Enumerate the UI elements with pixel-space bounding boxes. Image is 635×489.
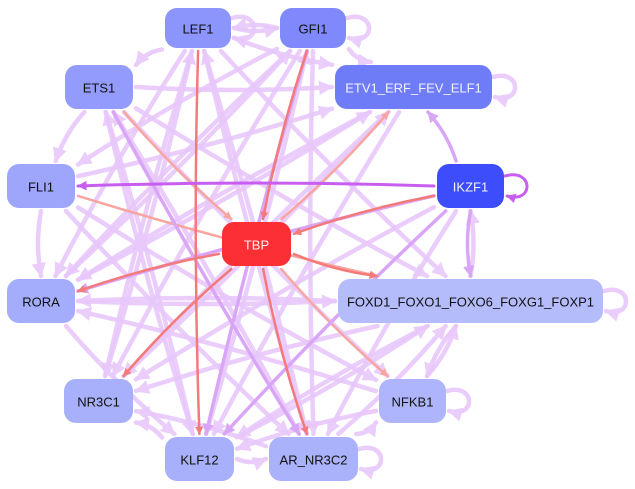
node-label: ETV1_ERF_FEV_ELF1 <box>345 81 482 96</box>
edge-ar-nr3c2-to-ar-nr3c2 <box>356 445 384 480</box>
edge-lef1-to-klf12 <box>194 49 204 436</box>
edge-tbp-to-etv1-erf-fev-elf1 <box>280 110 390 221</box>
node-rora[interactable]: RORA <box>7 279 75 323</box>
edge-etv1-erf-fev-elf1-to-klf12 <box>211 109 402 437</box>
node-box[interactable] <box>379 379 446 423</box>
edge-klf12-to-ets1 <box>102 109 195 437</box>
edge-tbp-to-ar-nr3c2 <box>261 267 309 436</box>
node-ikzf1[interactable]: IKZF1 <box>437 164 504 208</box>
edge-foxd1-foxo1-foxo6-foxg1-foxp1-to-foxd1-foxo1-foxo6-foxg1-foxp1 <box>601 287 629 322</box>
node-label: GFI1 <box>299 22 328 37</box>
node-box[interactable] <box>64 379 133 423</box>
node-etv1-erf-fev-elf1[interactable]: ETV1_ERF_FEV_ELF1 <box>335 65 492 109</box>
node-box[interactable] <box>165 8 231 48</box>
edge-fli1-to-rora <box>31 208 46 279</box>
node-box[interactable] <box>437 164 504 208</box>
edge-ikzf1-to-klf12 <box>222 209 448 436</box>
node-box[interactable] <box>7 164 75 208</box>
edge-rora-to-etv1-erf-fev-elf1 <box>75 109 373 282</box>
node-label: KLF12 <box>180 453 218 468</box>
node-label: FOXD1_FOXO1_FOXO6_FOXG1_FOXP1 <box>347 295 594 310</box>
node-nfkb1[interactable]: NFKB1 <box>379 379 446 423</box>
edge-gfi1-to-ar-nr3c2 <box>305 48 321 437</box>
node-klf12[interactable]: KLF12 <box>165 437 234 481</box>
edge-ikzf1-to-fli1 <box>76 180 436 191</box>
edge-tbp-to-nr3c1 <box>122 267 233 378</box>
edge-rora-to-gfi1 <box>63 48 293 279</box>
edge-ikzf1-to-etv1-erf-fev-elf1 <box>426 110 458 163</box>
edge-etv1-erf-fev-elf1-to-rora <box>75 109 373 282</box>
edge-nr3c1-to-lef1 <box>102 48 196 379</box>
node-foxd1-foxo1-foxo6-foxg1-foxp1[interactable]: FOXD1_FOXO1_FOXO6_FOXG1_FOXP1 <box>338 279 603 323</box>
node-box[interactable] <box>222 222 291 266</box>
node-box[interactable] <box>65 65 133 109</box>
node-label: RORA <box>22 295 60 310</box>
edge-nfkb1-to-foxd1-foxo1-foxo6-foxg1-foxp1 <box>424 323 459 379</box>
edge-gfi1-to-tbp <box>260 49 309 221</box>
edge-ets1-to-ar-nr3c2 <box>111 110 301 436</box>
node-box[interactable] <box>338 279 603 323</box>
edge-fli1-to-etv1-erf-fev-elf1 <box>75 105 335 179</box>
node-ets1[interactable]: ETS1 <box>65 65 133 109</box>
edge-ets1-to-tbp <box>122 110 233 221</box>
node-ar-nr3c2[interactable]: AR_NR3C2 <box>269 437 358 481</box>
edge-ikzf1-to-tbp <box>292 194 436 236</box>
node-label: ETS1 <box>83 81 116 96</box>
node-box[interactable] <box>280 8 346 48</box>
edge-ar-nr3c2-to-nfkb1 <box>353 420 379 438</box>
edge-lef1-to-nr3c1 <box>101 48 195 379</box>
edge-lef1-to-rora <box>53 48 188 279</box>
node-label: TBP <box>244 238 269 253</box>
edge-ikzf1-to-foxd1-foxo1-foxo6-foxg1-foxp1 <box>463 209 475 278</box>
edge-ikzf1-to-nr3c1 <box>133 204 437 382</box>
node-label: NR3C1 <box>77 395 120 410</box>
edge-gfi1-to-gfi1 <box>344 14 372 49</box>
node-label: LEF1 <box>182 22 213 37</box>
edge-ar-nr3c2-to-ets1 <box>111 109 302 437</box>
edge-klf12-to-nr3c1 <box>133 417 165 440</box>
node-label: NFKB1 <box>392 395 434 410</box>
edge-gfi1-to-etv1-erf-fev-elf1 <box>346 46 374 69</box>
edge-gfi1-to-rora <box>63 48 293 279</box>
node-nr3c1[interactable]: NR3C1 <box>64 379 133 423</box>
node-lef1[interactable]: LEF1 <box>165 8 231 48</box>
node-label: IKZF1 <box>453 180 488 195</box>
edge-ets1-to-etv1-erf-fev-elf1 <box>133 80 335 95</box>
node-box[interactable] <box>7 279 75 323</box>
edge-ets1-to-klf12 <box>103 109 196 437</box>
edge-ets1-to-fli1 <box>52 109 87 164</box>
node-box[interactable] <box>269 437 358 481</box>
edge-gfi1-to-lef1 <box>231 17 280 32</box>
node-label: AR_NR3C2 <box>280 453 348 468</box>
node-label: FLI1 <box>28 180 54 195</box>
edge-tbp-to-nfkb1 <box>280 267 389 378</box>
edge-rora-to-foxd1-foxo1-foxo6-foxg1-foxp1 <box>75 294 338 309</box>
edge-tbp-to-rora <box>76 252 221 293</box>
edge-klf12-to-foxd1-foxo1-foxo6-foxg1-foxp1 <box>234 323 430 440</box>
edge-tbp-to-foxd1-foxo1-foxo6-foxg1-foxp1 <box>292 252 378 280</box>
node-box[interactable] <box>165 437 234 481</box>
edge-lef1-to-ets1 <box>133 47 165 68</box>
edge-foxd1-foxo1-foxo6-foxg1-foxp1-to-ikzf1 <box>465 208 480 279</box>
edge-nfkb1-to-nfkb1 <box>444 387 472 422</box>
edge-ar-nr3c2-to-nr3c1 <box>133 406 269 449</box>
node-gfi1[interactable]: GFI1 <box>280 8 346 48</box>
node-fli1[interactable]: FLI1 <box>7 164 75 208</box>
node-box[interactable] <box>335 65 492 109</box>
node-tbp[interactable]: TBP <box>222 222 291 266</box>
edge-klf12-to-ar-nr3c2 <box>234 456 269 471</box>
edge-etv1-erf-fev-elf1-to-etv1-erf-fev-elf1 <box>490 73 518 108</box>
edge-ikzf1-to-ikzf1 <box>503 173 529 204</box>
